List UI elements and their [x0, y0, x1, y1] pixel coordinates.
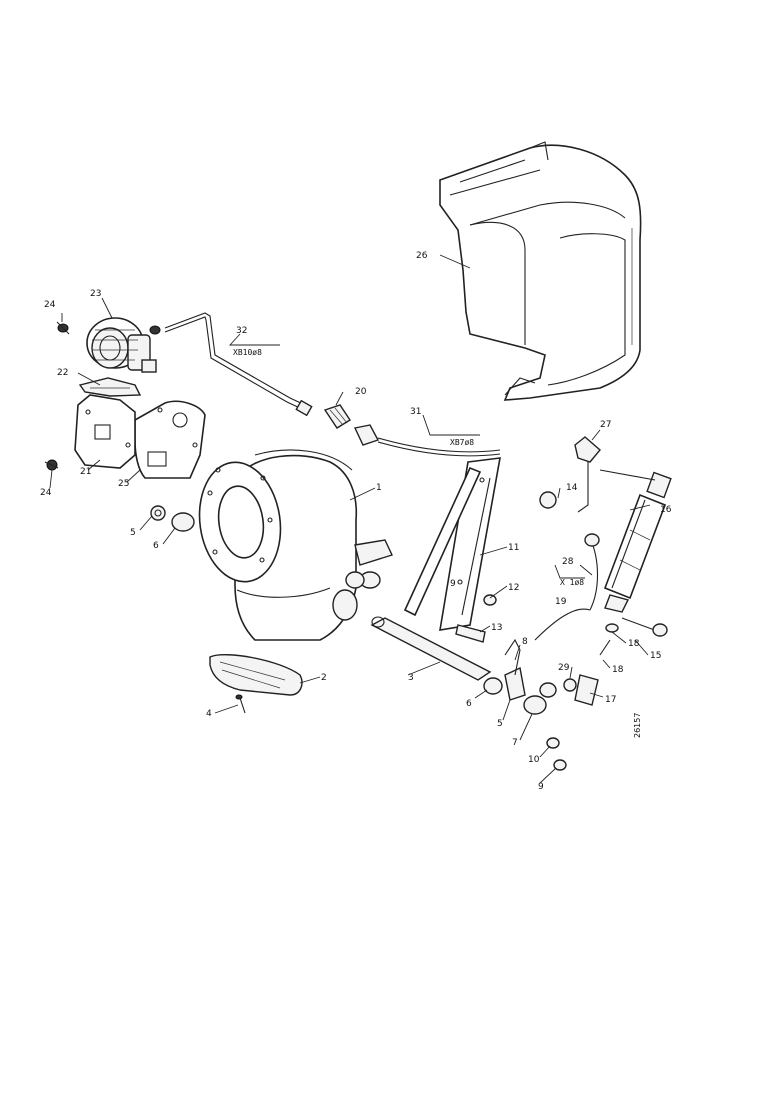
callout-32: 32 [236, 326, 247, 336]
callout-14: 14 [566, 483, 578, 493]
hood-cover [439, 141, 642, 401]
callout-7: 7 [512, 738, 518, 748]
nut-5-left [150, 505, 166, 521]
callout-1: 1 [376, 483, 382, 493]
callout-10: 10 [528, 755, 540, 765]
callout-23: 23 [90, 289, 101, 299]
fuel-line-28 [534, 533, 600, 641]
gasket-plate [134, 400, 206, 479]
spec-line-31: XB7ø8 [450, 438, 474, 447]
screw-24-bottom [44, 459, 59, 471]
fuel-line-31 [353, 424, 501, 457]
callout-28: 28 [562, 557, 574, 567]
callout-18-lower: 18 [612, 665, 624, 675]
callout-27: 27 [600, 420, 611, 430]
callout-4: 4 [206, 709, 212, 719]
callout-9-lower: 9 [538, 782, 544, 792]
callout-5-left: 5 [130, 528, 136, 538]
nozzle-fitting [323, 404, 351, 429]
callout-31: 31 [410, 407, 421, 417]
callout-11: 11 [508, 543, 519, 553]
callout-15: 15 [650, 651, 661, 661]
callout-19: 19 [555, 597, 567, 607]
callout-25: 25 [118, 479, 129, 489]
bracket-27 [574, 436, 601, 513]
callout-12: 12 [508, 583, 519, 593]
screw-4 [235, 694, 246, 714]
electrode-frame [403, 457, 501, 631]
screw-15 [621, 617, 668, 637]
screw-13 [455, 624, 486, 643]
gasket-strip [78, 377, 142, 397]
fuel-line-32 [164, 312, 313, 417]
lower-fitting-group [483, 638, 567, 771]
drawing-code: 26157 [633, 713, 642, 738]
callout-2: 2 [321, 673, 327, 683]
callout-6-left: 6 [153, 541, 159, 551]
callout-8: 8 [522, 637, 528, 647]
callout-16: 16 [660, 505, 672, 515]
inspection-hatch [209, 654, 303, 696]
callout-24-bottom: 24 [40, 488, 52, 498]
fan-motor [86, 317, 161, 373]
valve-parts [563, 623, 619, 706]
ignition-transformer [599, 469, 672, 613]
callout-labels: 1 2 3 4 5 6 6 5 7 8 9 9 10 11 12 13 14 1… [40, 251, 672, 792]
tube-3 [370, 616, 492, 681]
callout-5-right: 5 [497, 719, 503, 729]
nut-14 [539, 491, 557, 509]
spec-line-32: XB10ø8 [233, 348, 262, 357]
callout-24-top: 24 [44, 300, 56, 310]
callout-20: 20 [355, 387, 367, 397]
spec-line-28: X 1ø8 [560, 578, 584, 587]
callout-18-upper: 18 [628, 639, 640, 649]
callout-29: 29 [558, 663, 570, 673]
callout-22: 22 [57, 368, 68, 378]
screw-24-top [56, 321, 70, 335]
callout-13: 13 [491, 623, 502, 633]
leader-lines [49, 254, 651, 784]
line-specs: XB10ø8 XB7ø8 X 1ø8 [233, 348, 584, 587]
callout-17: 17 [605, 695, 616, 705]
callout-6-right: 6 [466, 699, 472, 709]
mounting-bracket [74, 394, 136, 469]
callout-9-upper: 9 [450, 579, 456, 589]
burner-housing [198, 449, 393, 641]
callout-26: 26 [416, 251, 428, 261]
screw-12 [483, 594, 497, 606]
callout-3: 3 [408, 673, 414, 683]
callout-21: 21 [80, 467, 91, 477]
washer-6-left [171, 512, 195, 532]
